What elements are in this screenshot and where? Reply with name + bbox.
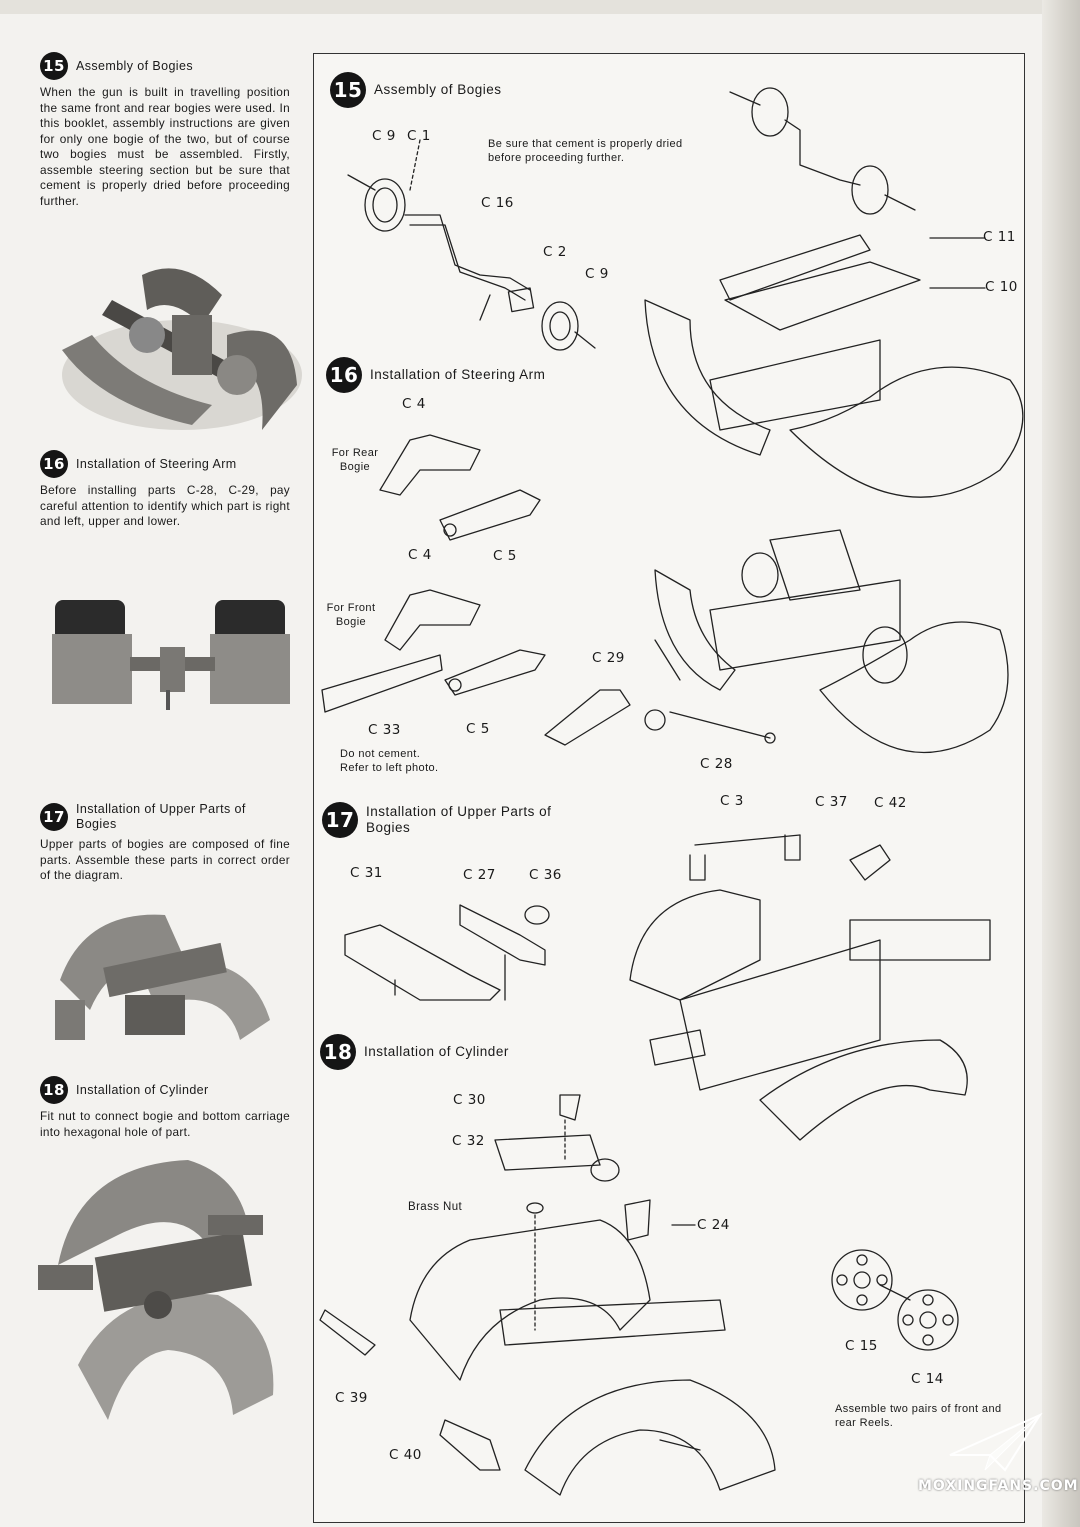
part-label: C 1	[407, 128, 431, 144]
step-17-header: 17 Installation of Upper Parts of Bogies	[322, 802, 566, 838]
part-label: C 11	[983, 229, 1016, 245]
page-binding-edge	[1042, 0, 1080, 1527]
part-label: C 28	[700, 756, 733, 772]
step-18-header: 18 Installation of Cylinder	[320, 1034, 509, 1070]
step-title: Assembly of Bogies	[374, 82, 502, 97]
part-label: C 10	[985, 279, 1018, 295]
step-badge: 18	[320, 1034, 356, 1070]
part-label: C 15	[845, 1338, 878, 1354]
diagram-18-assembly	[319, 1094, 776, 1496]
rear-bogie-label: For Rear Bogie	[331, 447, 379, 473]
photo-upper-parts	[55, 914, 270, 1040]
section-body: When the gun is built in travelling posi…	[40, 85, 290, 208]
part-label: C 36	[529, 867, 562, 883]
part-label: C 29	[592, 650, 625, 666]
part-label: C 4	[402, 396, 426, 412]
step-badge: 15	[40, 52, 68, 80]
cement-note: Be sure that cement is properly dried be…	[488, 138, 683, 164]
part-label: C 32	[452, 1133, 485, 1149]
section-title: Installation of Cylinder	[76, 1082, 209, 1097]
step-15-header: 15 Assembly of Bogies	[330, 72, 502, 108]
photo-assembled-bogie	[62, 268, 302, 430]
diagram-18-reels	[831, 1249, 959, 1351]
step-title: Installation of Upper Parts of Bogies	[366, 804, 552, 835]
part-label: C 40	[389, 1447, 422, 1463]
part-label: C 4	[408, 547, 432, 563]
front-bogie-label: For Front Bogie	[326, 602, 376, 628]
section-title: Assembly of Bogies	[76, 58, 193, 73]
left-section-15: 15 Assembly of Bogies When the gun is bu…	[40, 52, 290, 209]
part-label: C 37	[815, 794, 848, 810]
part-label: C 31	[350, 865, 383, 881]
step-badge: 18	[40, 1076, 68, 1104]
step-title: Installation of Cylinder	[364, 1044, 509, 1059]
photo-bogie-with-wheels	[52, 600, 290, 710]
diagram-16-assembly	[544, 529, 1009, 754]
part-label: C 2	[543, 244, 567, 260]
brass-nut-label: Brass Nut	[408, 1201, 463, 1213]
section-body: Fit nut to connect bogie and bottom carr…	[40, 1109, 290, 1139]
section-body: Upper parts of bogies are composed of fi…	[40, 837, 290, 882]
watermark: MOXINGFANS.COM	[918, 1478, 1079, 1494]
left-section-18: 18 Installation of Cylinder Fit nut to c…	[40, 1076, 290, 1140]
do-not-cement-note: Do not cement. Refer to left photo.	[340, 748, 439, 774]
part-label: C 5	[466, 721, 490, 737]
diagram-15-bogie	[644, 87, 1024, 498]
step-16-header: 16 Installation of Steering Arm	[326, 357, 545, 393]
step-badge: 17	[322, 802, 358, 838]
part-label: C 14	[911, 1371, 944, 1387]
part-label: C 9	[585, 266, 609, 282]
part-label: C 27	[463, 867, 496, 883]
part-label: C 33	[368, 722, 401, 738]
page-top-edge	[0, 0, 1080, 14]
step-title: Installation of Steering Arm	[370, 367, 546, 382]
section-body: Before installing parts C-28, C-29, pay …	[40, 483, 290, 528]
section-title: Installation of Steering Arm	[76, 456, 237, 471]
left-section-16: 16 Installation of Steering Arm Before i…	[40, 450, 290, 530]
diagram-17-assembly	[629, 834, 991, 1141]
diagram-17-parts	[344, 904, 550, 1001]
diagram-15-axle	[347, 139, 596, 351]
part-label: C 5	[493, 548, 517, 564]
photo-cylinder	[38, 1160, 274, 1420]
part-label: C 24	[697, 1217, 730, 1233]
part-label: C 3	[720, 793, 744, 809]
paper-plane-logo	[949, 1412, 1043, 1472]
step-badge: 16	[326, 357, 362, 393]
section-title: Installation of Upper Parts of Bogies	[75, 802, 246, 831]
part-label: C 16	[481, 195, 514, 211]
part-label: C 42	[874, 795, 907, 811]
step-badge: 15	[330, 72, 366, 108]
part-label: C 39	[335, 1390, 368, 1406]
instruction-panel	[313, 53, 1025, 1523]
step-badge: 16	[40, 450, 68, 478]
reels-note: Assemble two pairs of front and rear Ree…	[835, 1403, 1002, 1429]
step-badge: 17	[40, 803, 68, 831]
left-section-17: 17 Installation of Upper Parts of Bogies…	[40, 802, 290, 884]
diagram-16-arms	[321, 434, 546, 713]
part-label: C 30	[453, 1092, 486, 1108]
part-label: C 9	[372, 128, 396, 144]
